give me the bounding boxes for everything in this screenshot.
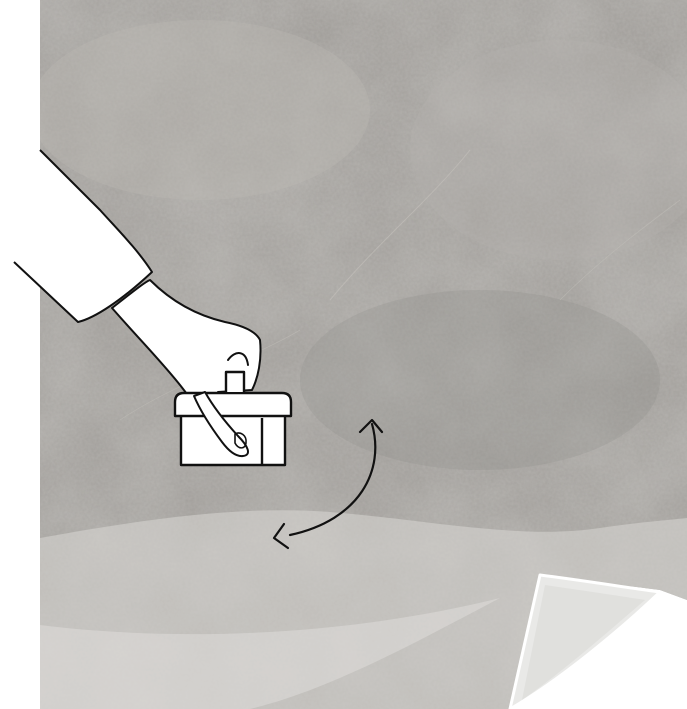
illustration-scene	[0, 0, 687, 709]
wall-sheet-illustration	[0, 0, 687, 709]
